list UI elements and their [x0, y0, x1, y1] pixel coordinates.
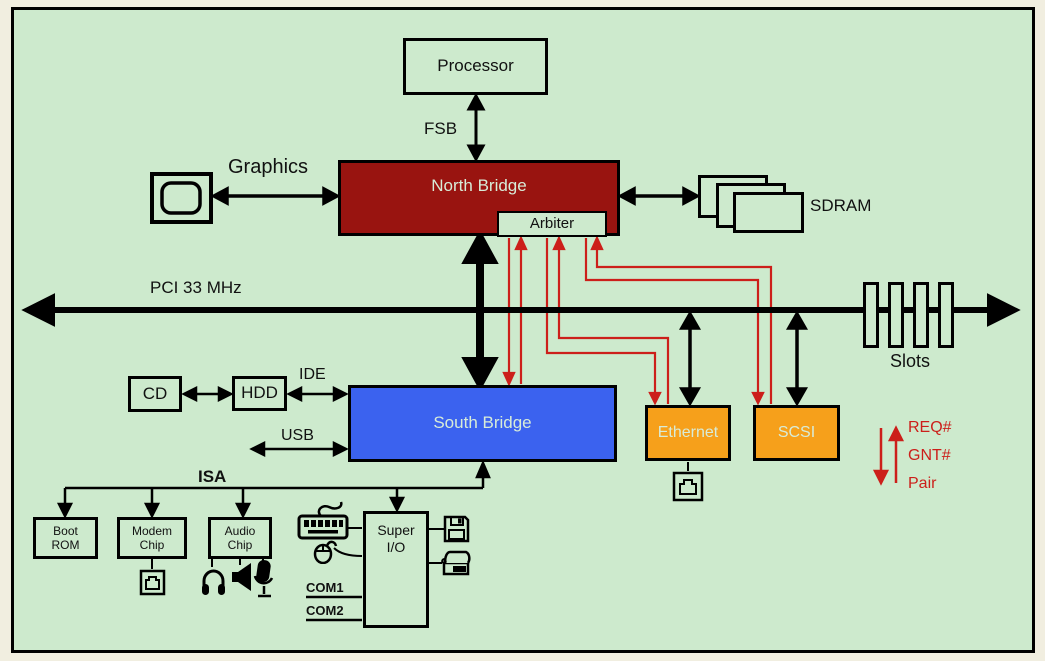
- cd-label: CD: [142, 383, 168, 403]
- ethernet-pci-arrow: [678, 310, 702, 407]
- pci-bus-arrow: [21, 293, 1021, 327]
- keyboard-icon: [297, 501, 349, 540]
- audio-chip-box: Audio Chip: [208, 517, 272, 559]
- boot-rom-box: Boot ROM: [33, 517, 98, 559]
- com1-label: COM1: [306, 580, 344, 595]
- printer-icon: [441, 550, 471, 576]
- graphics-arrow: [210, 186, 341, 206]
- legend-req-gnt-arrows: [872, 425, 905, 486]
- pci-slot-2: [888, 282, 904, 348]
- pci-slot-3: [913, 282, 929, 348]
- isa-bus: [56, 459, 491, 519]
- ethernet-label: Ethernet: [657, 424, 719, 442]
- modem-chip-box: Modem Chip: [117, 517, 187, 559]
- sdram-arrow: [617, 186, 701, 206]
- north-bridge-label: North Bridge: [431, 175, 527, 195]
- ethernet-box: Ethernet: [645, 405, 731, 461]
- processor-label: Processor: [437, 56, 514, 76]
- pci-slot-1: [863, 282, 879, 348]
- super-io-label: Super I/O: [377, 522, 415, 555]
- headphones-icon: [202, 569, 225, 595]
- processor-box: Processor: [403, 38, 548, 95]
- hdd-label: HDD: [241, 383, 278, 403]
- arbiter-box: Arbiter: [497, 211, 607, 237]
- usb-label: USB: [281, 427, 314, 444]
- monitor-icon: [150, 172, 213, 224]
- ide-arrow: [286, 385, 349, 403]
- legend-gnt-label: GNT#: [908, 447, 951, 464]
- isa-label: ISA: [198, 467, 227, 486]
- sdram-module-front: [733, 192, 804, 233]
- microphone-icon: [253, 560, 274, 598]
- south-bridge-box: South Bridge: [348, 385, 617, 462]
- pci-slot-4: [938, 282, 954, 348]
- com2-label: COM2: [306, 603, 344, 618]
- scsi-box: SCSI: [753, 405, 840, 461]
- scsi-pci-arrow: [785, 310, 809, 407]
- usb-arrow: [249, 440, 349, 458]
- req-gnt-pair-scsi: [584, 235, 773, 406]
- legend-pair-label: Pair: [908, 475, 937, 492]
- super-io-box: Super I/O: [363, 511, 429, 628]
- scsi-label: SCSI: [777, 424, 816, 442]
- arbiter-label: Arbiter: [529, 215, 575, 232]
- boot-rom-label: Boot ROM: [51, 523, 80, 552]
- audio-chip-label: Audio Chip: [224, 523, 256, 552]
- graphics-label: Graphics: [228, 156, 309, 178]
- floppy-disk-icon: [443, 515, 470, 543]
- modem-chip-label: Modem Chip: [131, 523, 172, 552]
- cd-box: CD: [128, 376, 182, 412]
- rj45-jack-icon: [139, 569, 166, 596]
- fsb-label: FSB: [424, 119, 458, 138]
- mouse-icon: [313, 540, 338, 564]
- req-gnt-pair-southbridge: [502, 235, 528, 387]
- legend-req-label: REQ#: [908, 419, 952, 436]
- sdram-label: SDRAM: [810, 196, 872, 215]
- cd-hdd-arrow: [181, 385, 234, 403]
- fsb-arrow: [466, 92, 486, 163]
- req-gnt-pair-ethernet: [545, 235, 670, 406]
- rj45-jack-icon: [672, 471, 704, 502]
- hdd-box: HDD: [232, 376, 287, 411]
- south-bridge-label: South Bridge: [433, 413, 532, 433]
- ide-label: IDE: [299, 366, 326, 383]
- com-port-lines: [306, 595, 362, 622]
- slots-label: Slots: [889, 351, 931, 371]
- speaker-icon: [232, 563, 251, 591]
- pci-bus-label: PCI 33 MHz: [150, 278, 242, 297]
